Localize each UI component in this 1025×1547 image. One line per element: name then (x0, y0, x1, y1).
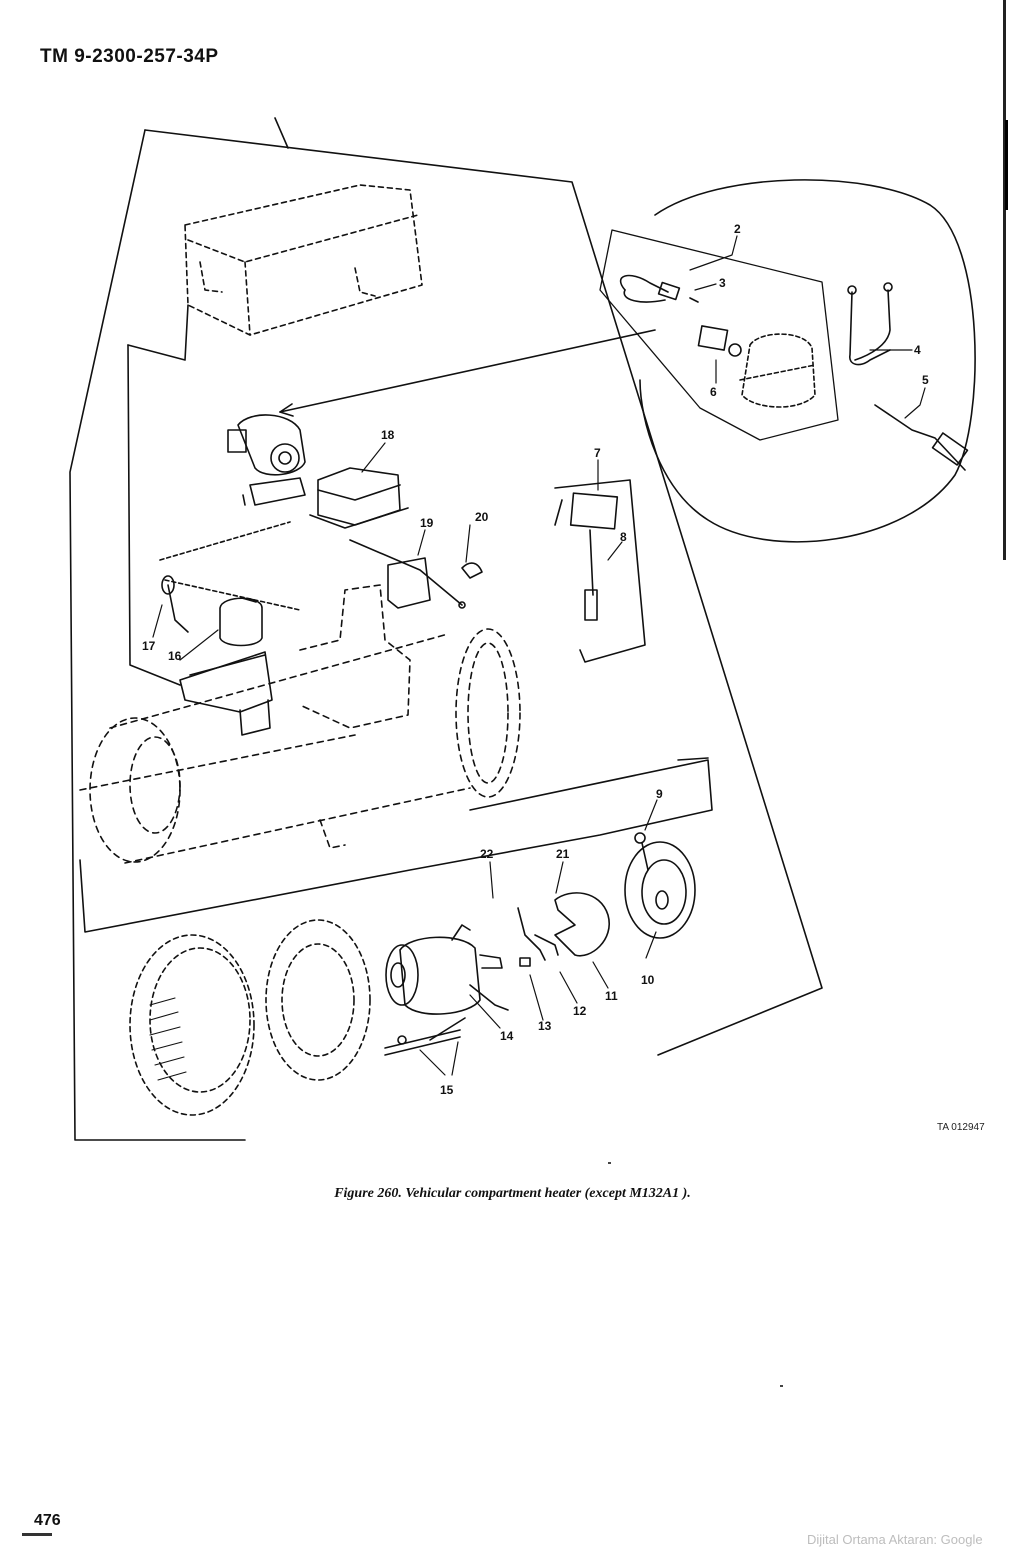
callout-7: 7 (594, 446, 601, 460)
ta-reference-number: TA 012947 (937, 1122, 985, 1133)
callout-16: 16 (168, 649, 182, 663)
digitization-watermark: Dijital Ortama Aktaran: Google (807, 1532, 983, 1547)
disc-10 (624, 841, 696, 939)
exploded-view-illustration: 2 3 4 5 6 7 8 9 10 11 12 13 14 15 16 17 … (69, 117, 976, 1141)
callout-14: 14 (500, 1029, 514, 1043)
part-18-box (317, 467, 401, 526)
callout-5: 5 (922, 373, 929, 387)
callout-15: 15 (440, 1083, 454, 1097)
fan-grille (149, 997, 187, 1081)
callout-4: 4 (914, 343, 921, 357)
callout-21: 21 (556, 847, 570, 861)
page-number: 476 (34, 1512, 61, 1529)
scan-speck (780, 1385, 783, 1387)
callout-17: 17 (142, 639, 156, 653)
motor-14 (399, 936, 481, 1015)
document-number: TM 9-2300-257-34P (40, 46, 219, 67)
scan-speck (608, 1162, 611, 1164)
callout-12: 12 (573, 1004, 587, 1018)
page-edge-rule (1003, 0, 1006, 560)
figure-caption: Figure 260. Vehicular compartment heater… (334, 1186, 691, 1201)
callout-9: 9 (656, 787, 663, 801)
callout-8: 8 (620, 530, 627, 544)
page-number-underline (22, 1533, 52, 1536)
callout-3: 3 (719, 276, 726, 290)
callout-22: 22 (480, 847, 494, 861)
callout-6: 6 (710, 385, 717, 399)
main-frame (144, 129, 823, 1056)
callout-19: 19 (420, 516, 434, 530)
heater-body-phantom (79, 584, 521, 864)
disc-11 (554, 892, 611, 957)
callout-11: 11 (605, 989, 618, 1003)
callout-2: 2 (734, 222, 741, 236)
callout-labels: 2 3 4 5 6 7 8 9 10 11 12 13 14 15 16 17 … (142, 222, 929, 1097)
callout-20: 20 (475, 510, 489, 524)
fan-wheels-phantom (129, 919, 371, 1116)
callout-13: 13 (538, 1019, 552, 1033)
callout-10: 10 (641, 973, 655, 987)
callout-18: 18 (381, 428, 395, 442)
page-edge-rule-dark (1005, 120, 1008, 210)
detail-inset-circle (639, 179, 976, 543)
heater-cover-phantom (184, 184, 423, 336)
